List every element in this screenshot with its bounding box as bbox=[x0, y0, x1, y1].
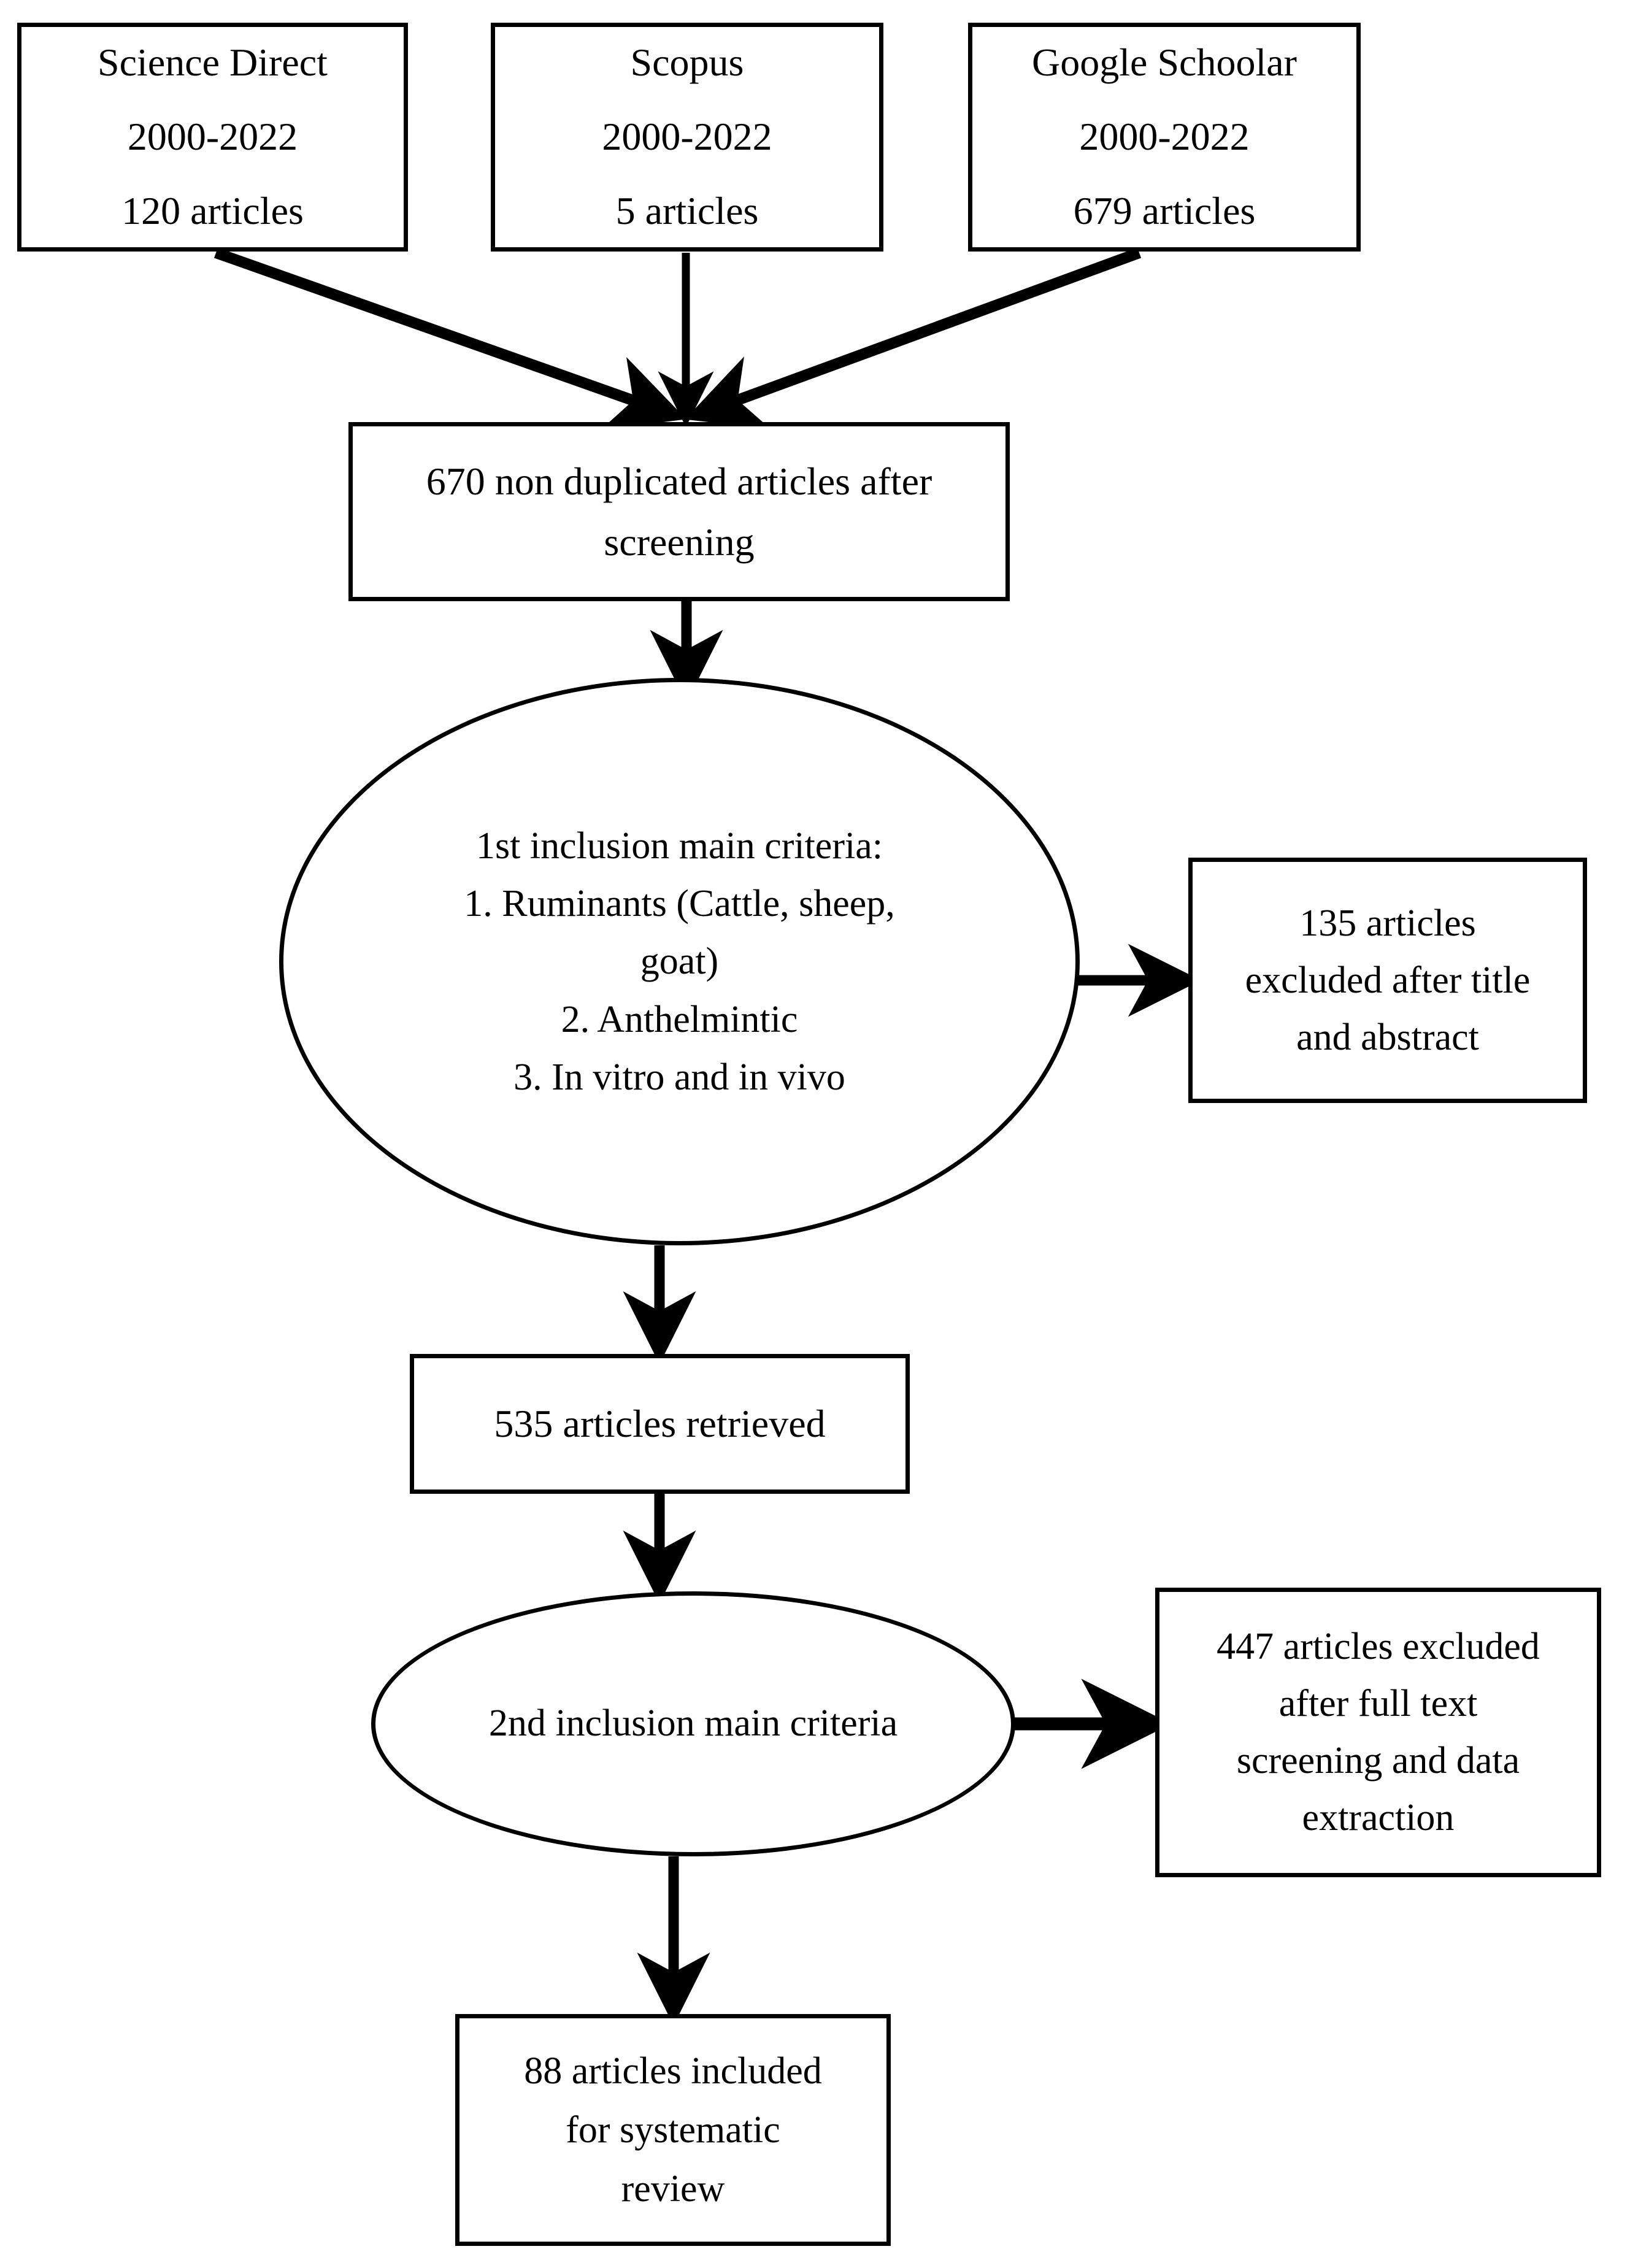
source-years: 2000-2022 bbox=[602, 115, 772, 159]
retrieved-label: 535 articles retrieved bbox=[494, 1401, 826, 1445]
excluded-title-line-2: excluded after title bbox=[1245, 959, 1531, 1001]
articles-included-box: 88 articles included for systematic revi… bbox=[455, 2014, 891, 2246]
source-name: Scopus bbox=[630, 40, 744, 85]
source-box-scopus: Scopus 2000-2022 5 articles bbox=[491, 23, 883, 252]
excluded-fulltext-box: 447 articles excluded after full text sc… bbox=[1155, 1588, 1601, 1877]
second-criteria-label: 2nd inclusion main criteria bbox=[488, 1702, 898, 1745]
excluded-fulltext-line-3: screening and data bbox=[1236, 1740, 1520, 1782]
source-years: 2000-2022 bbox=[1079, 115, 1250, 159]
screening-box-non-duplicated: 670 non duplicated articles after screen… bbox=[348, 422, 1010, 601]
excluded-title-abstract-box: 135 articles excluded after title and ab… bbox=[1188, 858, 1587, 1103]
excluded-fulltext-line-4: extraction bbox=[1302, 1797, 1455, 1839]
first-criteria-item-2: 2. Anthelmintic bbox=[561, 998, 798, 1040]
arrow-science-direct-to-screening bbox=[213, 247, 686, 430]
excluded-title-line-3: and abstract bbox=[1296, 1016, 1479, 1058]
screening-line-2: screening bbox=[604, 520, 755, 564]
source-name: Science Direct bbox=[98, 40, 328, 85]
first-criteria-item-1b: goat) bbox=[640, 940, 719, 983]
source-count: 679 articles bbox=[1073, 188, 1256, 233]
second-inclusion-criteria-ellipse: 2nd inclusion main criteria bbox=[371, 1591, 1015, 1856]
included-line-1: 88 articles included bbox=[524, 2050, 822, 2092]
first-criteria-heading: 1st inclusion main criteria: bbox=[476, 825, 883, 867]
source-name: Google Schoolar bbox=[1032, 40, 1297, 85]
first-inclusion-criteria-ellipse: 1st inclusion main criteria: 1. Ruminant… bbox=[279, 678, 1080, 1245]
included-line-3: review bbox=[621, 2168, 725, 2210]
source-years: 2000-2022 bbox=[127, 115, 298, 159]
excluded-fulltext-line-1: 447 articles excluded bbox=[1217, 1626, 1540, 1667]
included-line-2: for systematic bbox=[566, 2108, 780, 2151]
source-count: 120 articles bbox=[121, 188, 304, 233]
source-box-google-schoolar: Google Schoolar 2000-2022 679 articles bbox=[968, 23, 1361, 252]
arrow-google-to-screening bbox=[685, 247, 1142, 429]
screening-line-1: 670 non duplicated articles after bbox=[426, 459, 932, 503]
first-criteria-item-1a: 1. Ruminants (Cattle, sheep, bbox=[464, 883, 895, 925]
excluded-fulltext-line-2: after full text bbox=[1278, 1683, 1478, 1724]
source-count: 5 articles bbox=[615, 188, 759, 233]
articles-retrieved-box: 535 articles retrieved bbox=[410, 1354, 910, 1494]
excluded-title-line-1: 135 articles bbox=[1299, 902, 1476, 944]
source-box-science-direct: Science Direct 2000-2022 120 articles bbox=[17, 23, 408, 252]
first-criteria-item-3: 3. In vitro and in vivo bbox=[513, 1056, 845, 1098]
